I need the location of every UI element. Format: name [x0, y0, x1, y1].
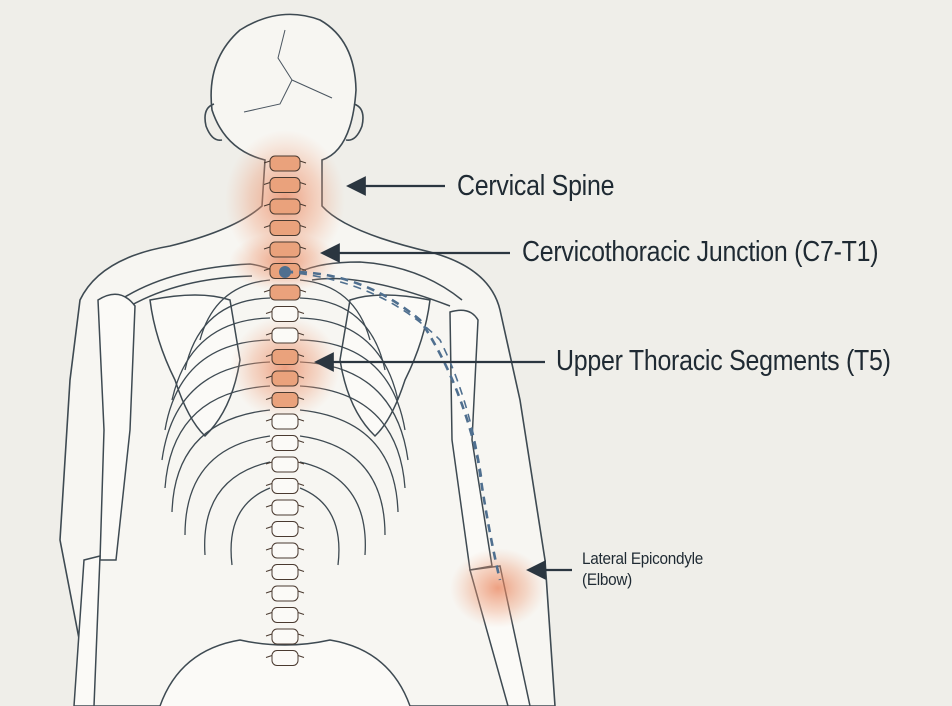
- vertebra: [272, 350, 298, 365]
- label-cervicothoracic-junction: Cervicothoracic Junction (C7-T1): [522, 236, 878, 269]
- vertebra: [272, 307, 298, 322]
- vertebra: [272, 500, 298, 515]
- vertebra: [272, 629, 298, 644]
- label-lateral-epicondyle-line1: Lateral Epicondyle: [582, 548, 703, 569]
- vertebra: [272, 651, 298, 666]
- vertebra: [272, 565, 298, 580]
- nerve-origin: [279, 266, 291, 278]
- vertebra: [272, 457, 298, 472]
- label-lateral-epicondyle-line2: (Elbow): [582, 569, 703, 590]
- vertebra: [270, 199, 300, 214]
- cervicothoracic-highlight: [229, 232, 339, 292]
- vertebra: [272, 436, 298, 451]
- vertebra: [272, 393, 298, 408]
- vertebra: [272, 414, 298, 429]
- vertebra: [270, 156, 300, 171]
- label-upper-thoracic-segments: Upper Thoracic Segments (T5): [556, 345, 891, 378]
- vertebra: [272, 543, 298, 558]
- vertebra: [272, 522, 298, 537]
- vertebra: [270, 221, 300, 236]
- vertebra: [272, 608, 298, 623]
- label-lateral-epicondyle: Lateral Epicondyle (Elbow): [582, 548, 703, 590]
- vertebra: [270, 178, 300, 193]
- label-cervical-spine: Cervical Spine: [457, 170, 614, 203]
- vertebra: [270, 242, 300, 257]
- vertebra: [272, 586, 298, 601]
- vertebra: [270, 285, 300, 300]
- elbow-highlight: [450, 548, 546, 628]
- vertebra: [272, 479, 298, 494]
- vertebra: [272, 328, 298, 343]
- vertebra: [272, 371, 298, 386]
